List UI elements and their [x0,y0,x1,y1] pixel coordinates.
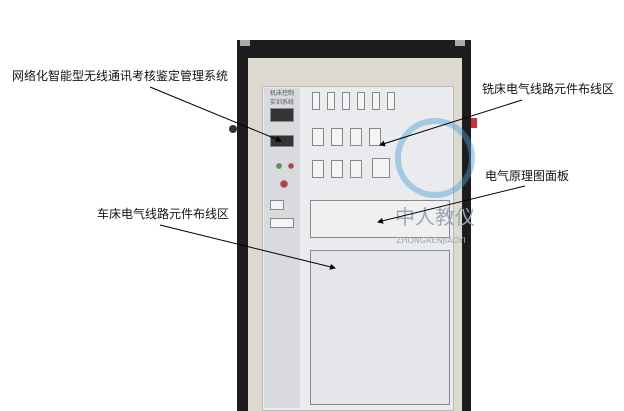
relay [350,160,362,178]
arrow-milling-area [379,99,523,147]
contactor [331,128,343,146]
contactor [350,128,362,146]
watermark-logo [395,118,475,198]
side-latch [471,118,477,128]
breaker [270,218,294,228]
watermark-subtext: ZHONGRENJIAOYI [396,236,466,245]
fuse [327,92,335,110]
start-button [276,163,282,169]
door-handle [229,125,237,133]
hinge [240,40,250,46]
display-screen [270,108,294,122]
fuse [372,92,380,110]
relay [312,160,324,178]
contactor [369,128,381,146]
fuse [342,92,350,110]
arrow-lathe-area [159,224,336,270]
fuse [312,92,320,110]
label-lathe-area: 车床电气线路元件布线区 [97,207,230,221]
lathe-panel [310,250,450,405]
fuse [357,92,365,110]
meter [270,200,284,210]
hinge [455,40,465,46]
watermark-text: 中人教仪 [395,205,475,229]
label-management-system: 网络化智能型无线通讯考核鉴定管理系统 [12,69,229,83]
arrow-schematic-panel [377,185,526,224]
emergency-stop [280,180,288,188]
contactor [312,128,324,146]
stop-button [288,163,294,169]
relay [331,160,343,178]
transformer [372,158,390,178]
fuse [387,92,395,110]
label-milling-area: 铣床电气线路元件布线区 [482,82,615,96]
panel-title: 机床控制 [269,90,294,97]
arrow-management-system [149,86,282,142]
label-schematic-panel: 电气原理图面板 [485,169,570,183]
panel-title: 实训系统 [269,99,294,106]
